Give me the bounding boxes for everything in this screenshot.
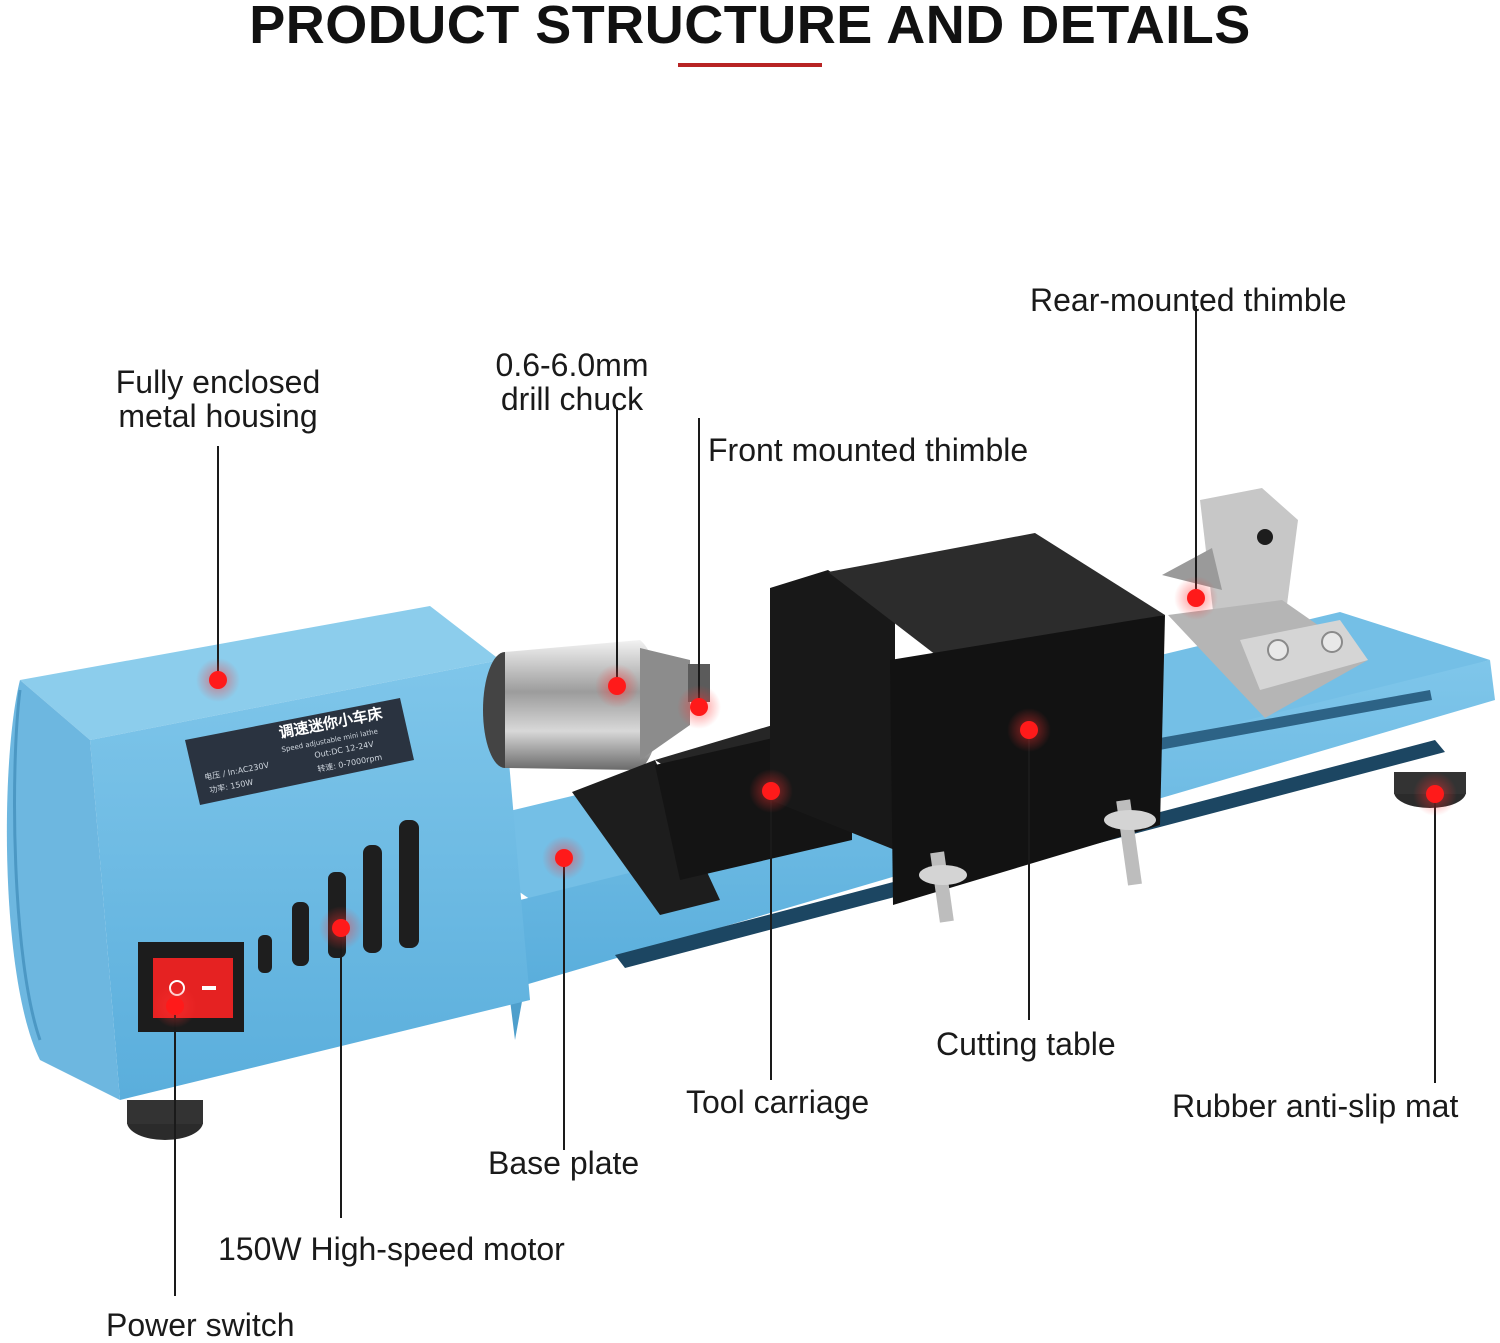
marker-dot-cutting-table bbox=[1020, 721, 1038, 739]
callout-front-thimble: Front mounted thimble bbox=[708, 432, 1029, 468]
callout-chuck: 0.6-6.0mm drill chuck bbox=[488, 348, 656, 416]
callout-housing-line2: metal housing bbox=[118, 398, 318, 434]
marker-dot-chuck bbox=[608, 677, 626, 695]
cutting-table bbox=[770, 533, 1165, 923]
callout-housing-line1: Fully enclosed bbox=[115, 364, 321, 400]
leader-lines bbox=[174, 306, 1436, 1296]
callout-housing: Fully enclosed metal housing bbox=[84, 365, 352, 433]
marker-dot-motor bbox=[332, 919, 350, 937]
marker-dot-rubber-mat bbox=[1426, 785, 1444, 803]
marker-dot-power-switch bbox=[166, 997, 184, 1015]
marker-dot-rear-thimble bbox=[1187, 589, 1205, 607]
callout-chuck-line1: 0.6-6.0mm bbox=[495, 347, 649, 383]
callout-chuck-line2: drill chuck bbox=[500, 381, 644, 417]
page-title: PRODUCT STRUCTURE AND DETAILS bbox=[249, 0, 1251, 55]
marker-dot-base-plate bbox=[555, 849, 573, 867]
wing-nut-icon bbox=[919, 851, 967, 923]
wing-nut-icon bbox=[1104, 799, 1156, 886]
marker-dot-front-thimble bbox=[690, 698, 708, 716]
motor-housing: 调速迷你小车床 Speed adjustable mini lathe 电压 /… bbox=[6, 606, 530, 1100]
callout-tool-carriage: Tool carriage bbox=[686, 1084, 870, 1120]
power-on-icon bbox=[202, 986, 216, 990]
callout-motor: 150W High-speed motor bbox=[218, 1231, 565, 1267]
callout-rubber-mat: Rubber anti-slip mat bbox=[1172, 1088, 1459, 1124]
callout-base-plate: Base plate bbox=[488, 1145, 640, 1181]
drill-chuck bbox=[483, 640, 710, 770]
callout-cutting-table: Cutting table bbox=[936, 1026, 1116, 1062]
marker-dot-housing bbox=[209, 671, 227, 689]
cooling-vents bbox=[258, 820, 419, 973]
marker-dot-tool-carriage bbox=[762, 782, 780, 800]
callout-rear-thimble: Rear-mounted thimble bbox=[1030, 282, 1347, 318]
markers bbox=[153, 576, 1457, 1028]
callout-power-switch: Power switch bbox=[106, 1307, 295, 1343]
title-underline bbox=[678, 63, 822, 67]
spec-plate bbox=[185, 698, 414, 805]
